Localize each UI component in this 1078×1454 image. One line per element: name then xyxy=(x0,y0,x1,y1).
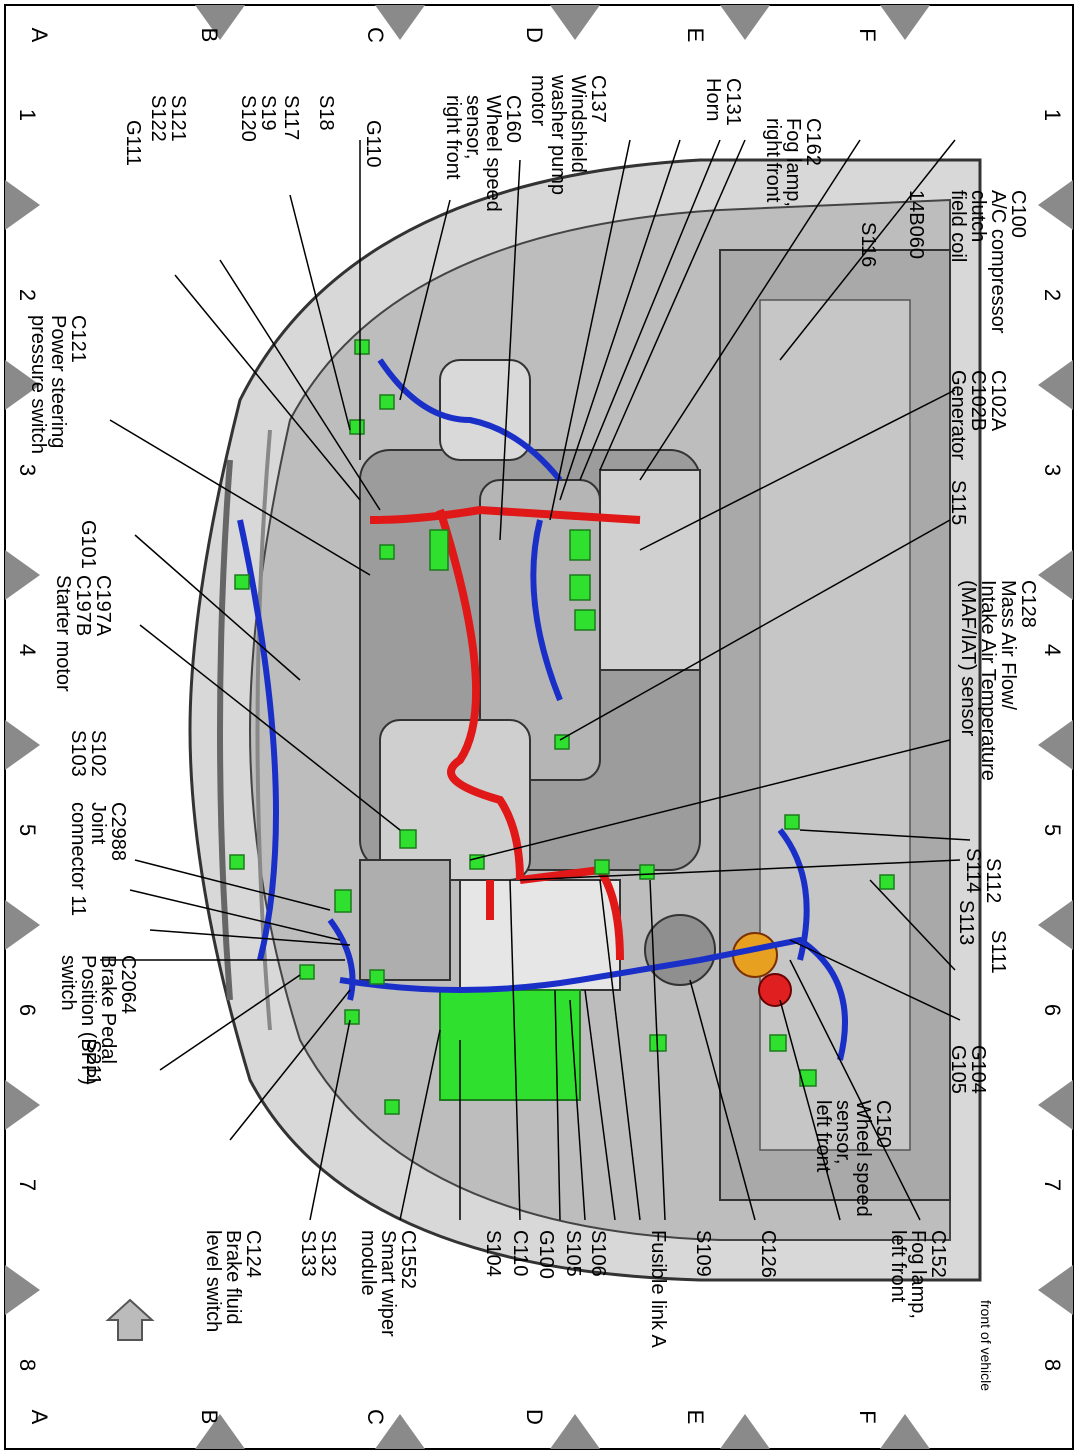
callout-c100: C100 A/C compressor clutch field coil xyxy=(947,190,1029,334)
callout-c197: C197A C197B Starter motor xyxy=(52,575,114,692)
leader-lines xyxy=(100,139,971,1221)
harness-blue xyxy=(237,358,848,1061)
grid-col-2-bottom: 2 xyxy=(15,288,40,302)
callout-s132: S132 S133 xyxy=(297,1230,339,1277)
callout-c137: C137 Windshield washer pump motor xyxy=(527,75,609,196)
grid-row-e: E xyxy=(683,27,708,43)
grid-col-6-bottom: 6 xyxy=(15,1003,40,1017)
callout-g100: G100 xyxy=(535,1230,557,1279)
callout-c131: C131 Horn xyxy=(702,78,744,126)
grid-col-2: 2 xyxy=(1040,288,1065,302)
callout-c121: C121 Power steering pressure switch xyxy=(27,315,89,454)
grid-row-a: A xyxy=(27,27,52,43)
grid-col-3: 3 xyxy=(1040,463,1065,477)
grid-row-e-right: E xyxy=(683,1409,708,1425)
callout-s105: S105 xyxy=(562,1230,584,1277)
grid-col-6: 6 xyxy=(1040,1003,1065,1017)
callout-c150: C150 Wheel speed sensor, left front xyxy=(812,1100,894,1217)
callout-s117: S117 xyxy=(280,95,302,141)
callout-s109: S109 xyxy=(692,1230,714,1277)
callout-c102: C102A C102B Generator xyxy=(947,370,1009,461)
grid-col-8-bottom: 8 xyxy=(15,1358,40,1372)
grid-col-1-bottom: 1 xyxy=(15,108,40,122)
grid-col-4: 4 xyxy=(1040,643,1065,657)
grid-col-5: 5 xyxy=(1040,823,1065,837)
callout-s121-s122: S121 S122 xyxy=(147,95,189,142)
callout-g104: G104 G105 xyxy=(947,1045,989,1094)
grid-row-f: F xyxy=(855,28,880,42)
callout-s102: S102 S103 xyxy=(67,730,109,777)
callout-c128: C128 Mass Air Flow/ Intake Air Temperatu… xyxy=(957,580,1039,781)
grid-col-7: 7 xyxy=(1040,1178,1065,1192)
callout-c2988: C2988 Joint connector 11 xyxy=(67,802,129,917)
callout-s106: S106 xyxy=(587,1230,609,1277)
grid-row-d: D xyxy=(522,27,547,43)
callout-g101: G101 xyxy=(77,520,99,569)
grid-col-4-bottom: 4 xyxy=(15,643,40,657)
grid-col-7-bottom: 7 xyxy=(15,1178,40,1192)
grid-row-c: C xyxy=(363,27,388,43)
callout-s18: S18 xyxy=(315,95,337,131)
grid-row-b-right: B xyxy=(197,1409,222,1425)
callout-g111: G111 xyxy=(122,120,144,166)
callout-s111: S111 xyxy=(987,930,1009,974)
front-of-vehicle-note: front of vehicle xyxy=(978,1300,994,1392)
callout-c124: C124 Brake fluid level switch xyxy=(202,1230,264,1333)
callout-g110: G110 xyxy=(362,120,384,168)
callout-c126: C126 xyxy=(757,1230,779,1278)
callout-fusible-link: Fusible link A xyxy=(647,1230,669,1348)
grid-row-c-right: C xyxy=(363,1409,388,1425)
grid-col-5-bottom: 5 xyxy=(15,823,40,837)
callout-c1552: C1552 Smart wiper module xyxy=(357,1230,419,1337)
callout-s211: S211 xyxy=(82,1040,104,1086)
callout-s112: S112 xyxy=(982,858,1004,904)
grid-row-a-right: A xyxy=(27,1409,52,1425)
callout-14b060: 14B060 xyxy=(905,190,927,259)
callout-c160: C160 Wheel speed sensor, right front xyxy=(442,95,524,212)
callout-s115: S115 xyxy=(947,480,969,526)
callout-c152: C152 Fog lamp, left front xyxy=(887,1230,949,1319)
grid-col-8: 8 xyxy=(1040,1358,1065,1372)
grid-row-d-right: D xyxy=(522,1409,547,1425)
grid-markers xyxy=(5,5,1073,1449)
connectors xyxy=(229,339,895,1115)
callout-s116: S116 xyxy=(857,222,879,268)
callout-s19-s20: S19 S120 xyxy=(237,95,279,142)
front-arrow-icon xyxy=(105,1298,155,1341)
grid-col-1: 1 xyxy=(1040,108,1065,122)
grid-col-3-bottom: 3 xyxy=(15,463,40,477)
callout-s104: S104 xyxy=(482,1230,504,1277)
callout-c162: C162 Fog lamp, right front xyxy=(762,118,824,207)
grid-row-b: B xyxy=(197,27,222,43)
callout-s113: S113 xyxy=(955,900,977,946)
callout-c110: C110 xyxy=(509,1230,531,1277)
grid-row-f-right: F xyxy=(855,1410,880,1424)
callout-s114: S114 xyxy=(962,848,984,894)
